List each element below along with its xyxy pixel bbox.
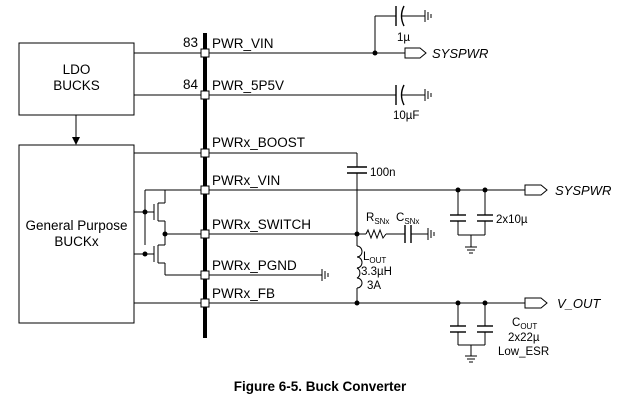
pin-name-vin: PWRx_VIN — [212, 173, 280, 188]
pin-name-fb: PWRx_FB — [212, 286, 275, 301]
label-c-out-type: Low_ESR — [498, 346, 549, 358]
capacitor-c-vin-top — [395, 5, 405, 27]
general-purpose-label: General Purpose — [25, 218, 127, 233]
switch-junction-dots — [142, 209, 168, 257]
net-label-v-out: V_OUT — [557, 296, 601, 311]
pin-name-pwr-vin: PWR_VIN — [212, 36, 274, 51]
ground-symbols — [321, 10, 477, 363]
ldo-bucks-block: LDO BUCKS — [18, 42, 135, 116]
net-flag-v-out — [524, 297, 548, 309]
pin-markers — [200, 48, 210, 308]
label-l-current: 3A — [367, 280, 381, 292]
capacitor-c-in — [450, 214, 493, 222]
net-label-syspwr-top: SYSPWR — [432, 46, 488, 61]
label-l-value: 3.3µH — [361, 266, 392, 278]
pin-name-pgnd: PWRx_PGND — [212, 258, 297, 273]
inductor-l-out — [356, 245, 363, 289]
ldo-to-buck-arrow — [72, 115, 80, 145]
buckx-label: BUCKx — [54, 234, 99, 249]
resistor-r-snx — [365, 228, 387, 240]
low-side-mosfet — [134, 234, 166, 275]
pin-name-pwr-5p5v: PWR_5P5V — [212, 78, 284, 93]
high-side-mosfet — [134, 190, 166, 245]
figure-caption: Figure 6-5. Buck Converter — [234, 379, 407, 394]
capacitor-c-out — [450, 325, 493, 333]
label-c-vin-top: 1µ — [397, 32, 410, 44]
pin-name-boost: PWRx_BOOST — [212, 135, 305, 150]
capacitor-c-5p5v — [395, 84, 405, 106]
net-label-syspwr-mid: SYSPWR — [555, 183, 611, 198]
label-c-snx: CSNx — [396, 212, 419, 226]
net-junction-dots — [354, 50, 488, 306]
bucks-label: BUCKS — [53, 78, 100, 93]
pin-name-switch: PWRx_SWITCH — [212, 217, 311, 232]
label-r-snx: RSNx — [366, 212, 389, 226]
label-c-boost: 100n — [370, 167, 396, 179]
label-l-out: LOUT — [363, 251, 386, 265]
capacitor-c-boost — [347, 166, 367, 174]
label-c-out: COUT — [512, 317, 537, 331]
ldo-label: LDO — [63, 62, 91, 77]
label-c-out-value: 2x22µ — [508, 332, 540, 344]
external-wires — [209, 15, 525, 356]
internal-wires — [134, 52, 205, 304]
general-purpose-buck-block: General Purpose BUCKx — [18, 144, 135, 324]
pin-number-83: 83 — [183, 35, 198, 50]
pin-number-84: 84 — [183, 77, 199, 92]
capacitor-c-snx — [404, 225, 412, 243]
net-flag-syspwr-mid — [524, 184, 548, 196]
label-c-in: 2x10µ — [496, 214, 528, 226]
net-flag-syspwr-top — [404, 47, 427, 59]
label-c-5p5v: 10µF — [393, 110, 419, 122]
